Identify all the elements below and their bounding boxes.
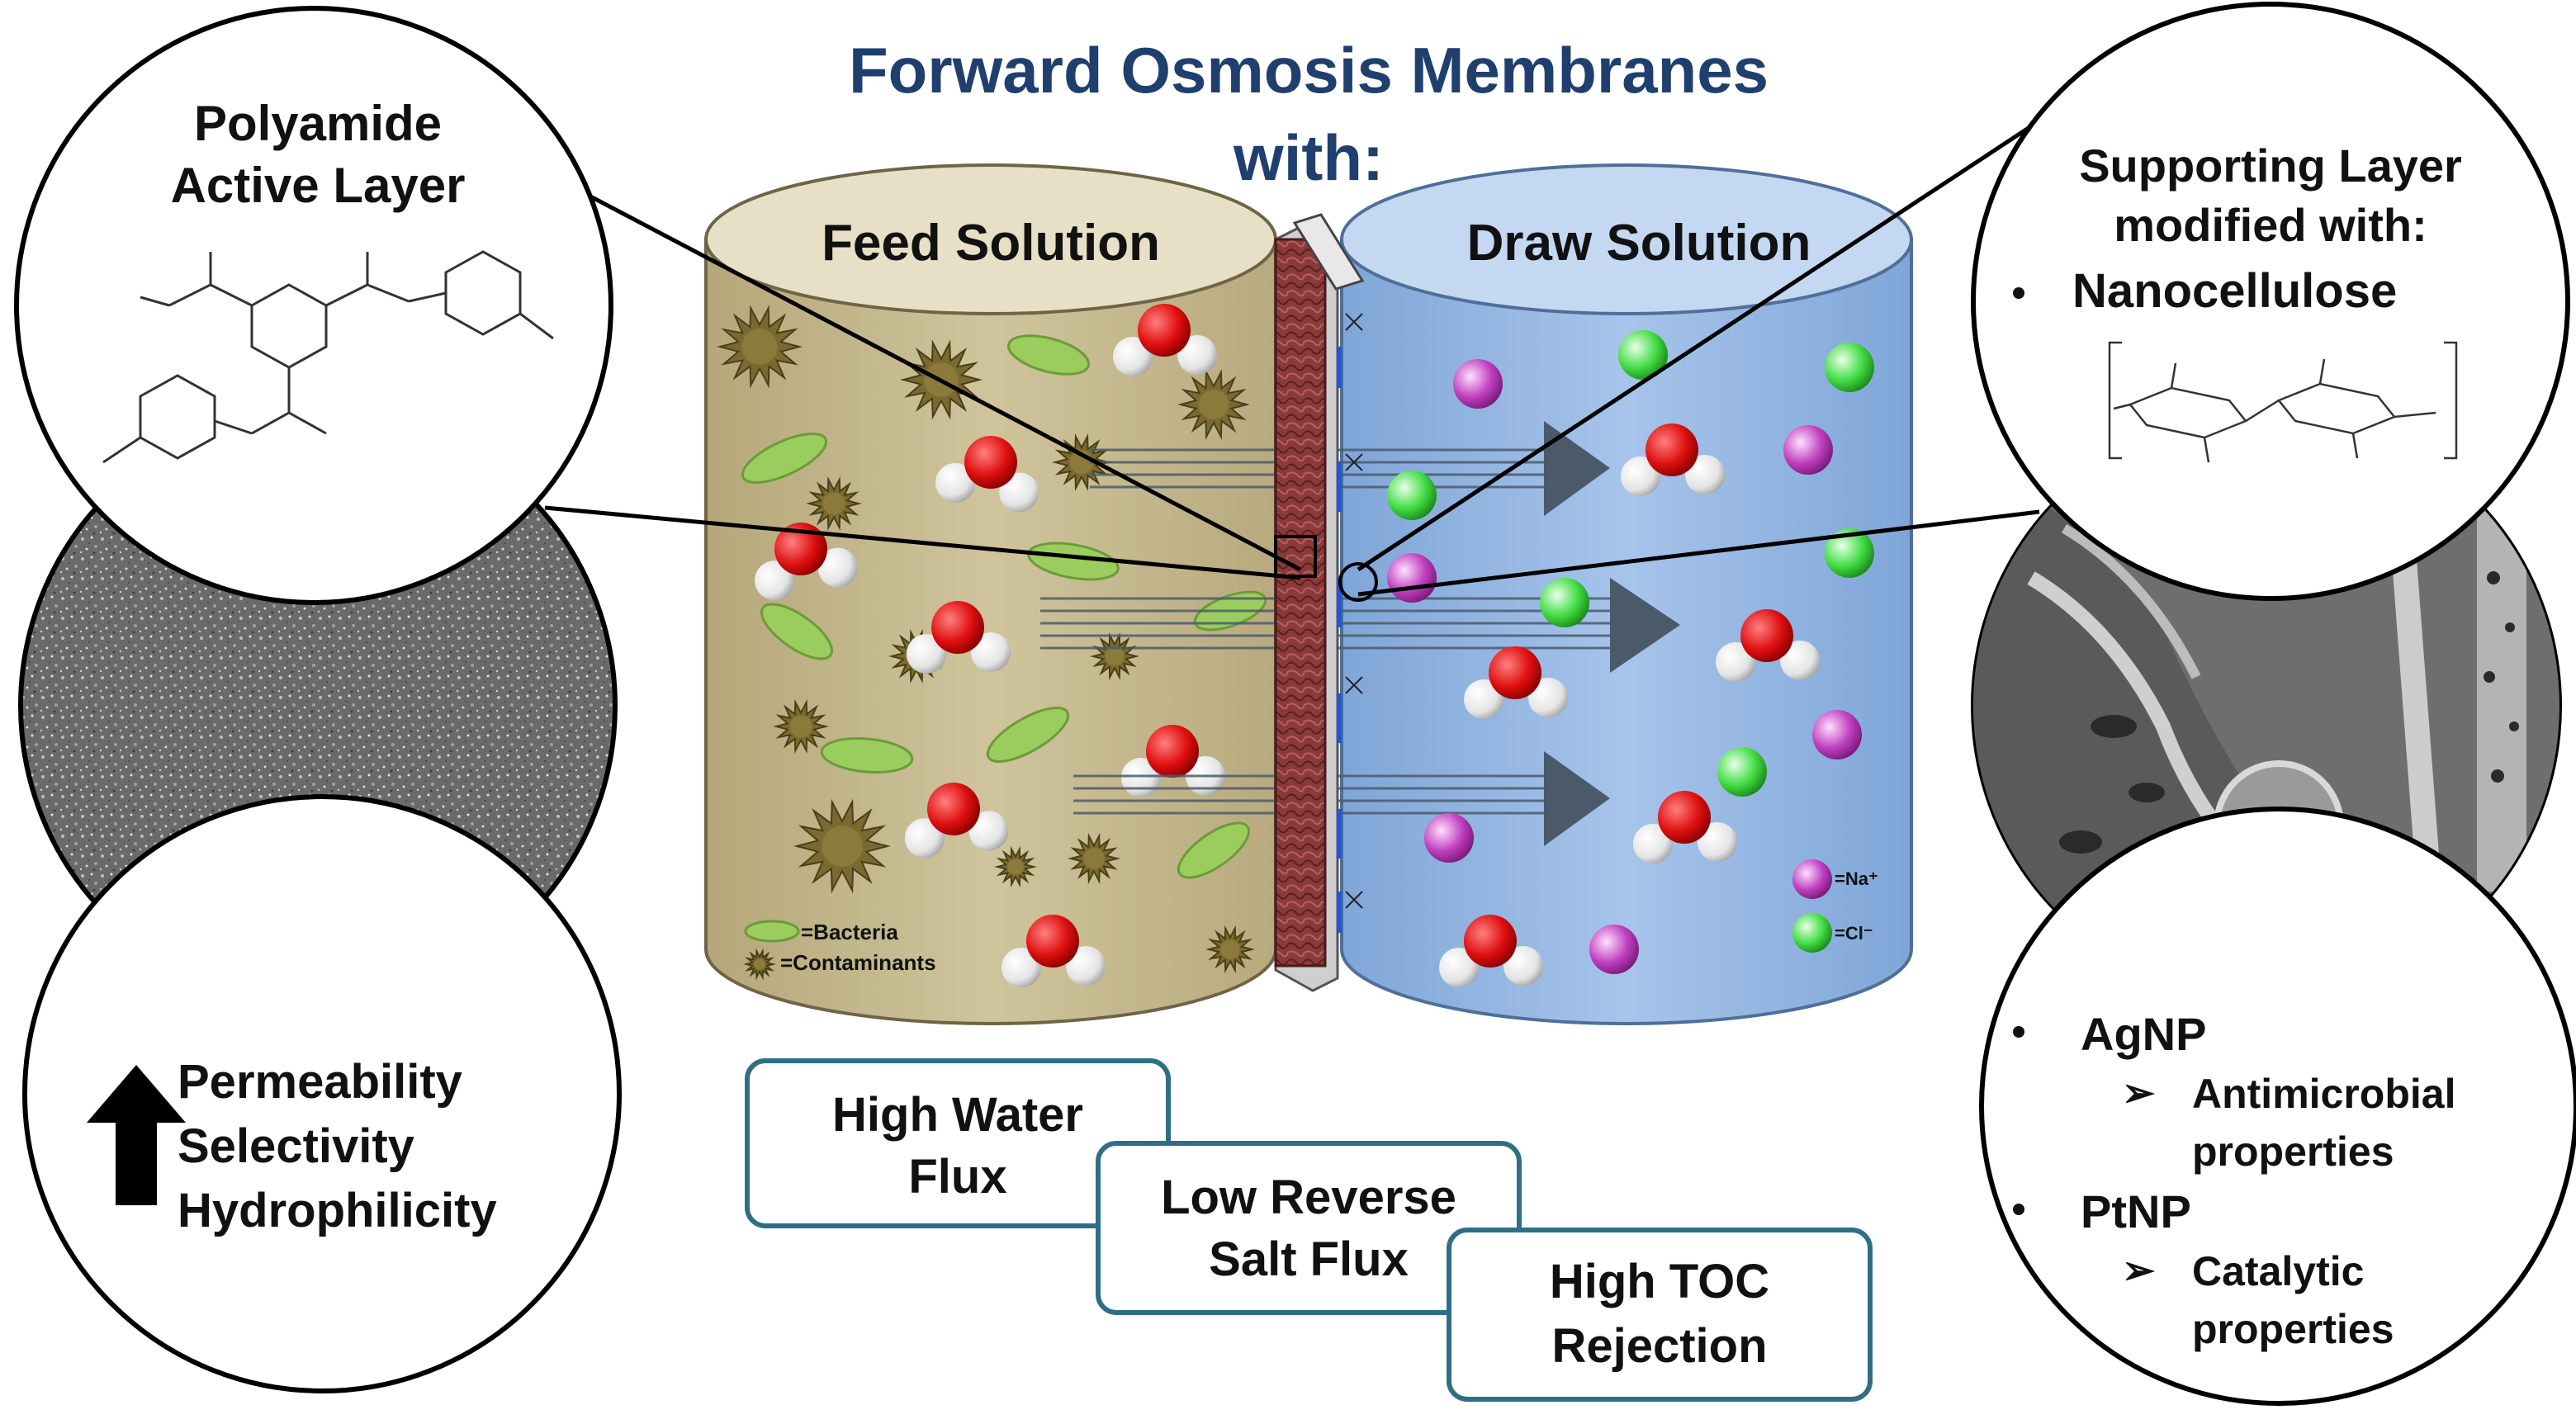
legend-contaminants-text: =Contaminants xyxy=(780,950,936,975)
legend-na-icon xyxy=(1792,859,1832,899)
contaminant-icon xyxy=(806,476,862,531)
membrane xyxy=(1274,213,1365,992)
bullet-ptnp: PtNP xyxy=(2081,1185,2191,1237)
agnp-sub-line-2: properties xyxy=(2192,1128,2394,1175)
outcome-3-line-1: High TOC xyxy=(1550,1255,1769,1308)
contaminant-icon xyxy=(793,798,891,894)
chevron-right-icon: ➢ xyxy=(2122,1249,2156,1293)
polyamide-heading-line-2: Active Layer xyxy=(171,158,466,213)
up-arrow-icon xyxy=(87,1065,186,1205)
title-line-2: with: xyxy=(1233,121,1384,194)
contaminant-icon xyxy=(773,699,829,754)
legend-cl-text: =Cl⁻ xyxy=(1835,923,1873,944)
benefit-selectivity: Selectivity xyxy=(178,1119,414,1173)
outcome-1-line-2: Flux xyxy=(908,1150,1006,1204)
water-molecule-icon xyxy=(1113,304,1217,376)
nanocellulose-structure-icon xyxy=(2108,341,2458,463)
contaminant-icon xyxy=(994,845,1037,888)
title-line-1: Forward Osmosis Membranes xyxy=(849,34,1769,106)
chloride-ion-icon xyxy=(1825,528,1874,578)
water-molecule-icon xyxy=(1633,791,1737,863)
bullet-nanocellulose: Nanocellulose xyxy=(2072,264,2397,318)
sodium-ion-icon xyxy=(1589,925,1639,974)
draw-legend: =Na⁺ =Cl⁻ xyxy=(1792,859,1878,953)
sodium-ion-icon xyxy=(1387,553,1437,603)
legend-contaminants-icon xyxy=(743,948,776,981)
left-bottom-circle xyxy=(22,794,622,1393)
bullet-icon xyxy=(2013,1026,2024,1038)
feed-cylinder xyxy=(704,163,1277,1025)
outcome-3-line-2: Rejection xyxy=(1551,1319,1767,1373)
feed-solution-label: Feed Solution xyxy=(822,215,1160,272)
outcome-box-water-flux: High Water Flux xyxy=(745,1058,1171,1228)
draw-ions xyxy=(1387,330,1874,974)
outcome-box-toc-rejection: High TOC Rejection xyxy=(1447,1228,1873,1402)
contaminant-icon xyxy=(743,948,776,981)
polyamide-structure-icon xyxy=(102,250,554,464)
sodium-ion-icon xyxy=(1424,813,1474,863)
chloride-ion-icon xyxy=(1387,471,1437,520)
water-molecule-icon xyxy=(755,523,858,601)
draw-solution-label: Draw Solution xyxy=(1467,215,1811,272)
bullet-icon xyxy=(2013,1204,2024,1215)
water-molecule-icon xyxy=(1716,609,1820,682)
contaminant-icon xyxy=(1177,369,1250,440)
supporting-heading-line-1: Supporting Layer xyxy=(2079,140,2462,192)
water-molecule-icon xyxy=(904,783,1009,859)
legend-bacteria-icon xyxy=(744,920,800,943)
water-molecule-icon xyxy=(1621,423,1725,496)
chloride-ion-icon xyxy=(1717,747,1767,797)
outcome-2-line-2: Salt Flux xyxy=(1209,1232,1409,1286)
left-top-circle xyxy=(14,6,613,605)
benefit-hydrophilicity: Hydrophilicity xyxy=(178,1184,497,1237)
sodium-ion-icon xyxy=(1812,710,1862,759)
outcome-2-line-1: Low Reverse xyxy=(1161,1171,1456,1224)
polyamide-heading-line-1: Polyamide xyxy=(194,96,442,151)
right-bottom-circle xyxy=(1979,807,2576,1406)
right-top-circle xyxy=(1971,2,2570,601)
legend-na-text: =Na⁺ xyxy=(1835,868,1878,889)
feed-water-molecules xyxy=(755,304,1225,987)
draw-water-molecules xyxy=(1439,423,1820,987)
chevron-right-icon: ➢ xyxy=(2122,1072,2156,1115)
bullet-icon xyxy=(2013,287,2024,299)
agnp-sub-line-1: Antimicrobial xyxy=(2192,1071,2455,1117)
ptnp-sub-line-2: properties xyxy=(2192,1306,2394,1352)
water-molecule-icon xyxy=(1464,646,1568,719)
outcome-box-salt-flux: Low Reverse Salt Flux xyxy=(1096,1141,1522,1315)
contaminant-icon xyxy=(1090,632,1139,681)
chloride-ion-icon xyxy=(1540,578,1589,627)
feed-legend: =Bacteria =Contaminants xyxy=(743,920,936,981)
outcome-1-line-1: High Water xyxy=(832,1088,1083,1142)
chloride-ion-icon xyxy=(1825,343,1874,392)
zoom-connectors xyxy=(544,97,2074,602)
contaminant-icon xyxy=(1068,832,1120,885)
benefit-permeability: Permeability xyxy=(178,1055,462,1109)
sodium-ion-icon xyxy=(1453,359,1503,409)
water-molecule-icon xyxy=(935,436,1039,513)
water-molecule-icon xyxy=(1439,915,1543,987)
water-molecule-icon xyxy=(1002,915,1106,987)
contaminant-icon xyxy=(717,305,803,389)
water-molecule-icon xyxy=(907,601,1011,674)
ptnp-sub-line-1: Catalytic xyxy=(2192,1248,2364,1294)
bullet-agnp: AgNP xyxy=(2081,1008,2206,1060)
supporting-heading-line-2: modified with: xyxy=(2114,199,2427,251)
contaminant-icon xyxy=(1205,925,1255,974)
sodium-ion-icon xyxy=(1783,425,1833,475)
legend-bacteria-text: =Bacteria xyxy=(801,920,898,944)
chloride-ion-icon xyxy=(1618,330,1668,380)
legend-cl-icon xyxy=(1792,913,1832,953)
